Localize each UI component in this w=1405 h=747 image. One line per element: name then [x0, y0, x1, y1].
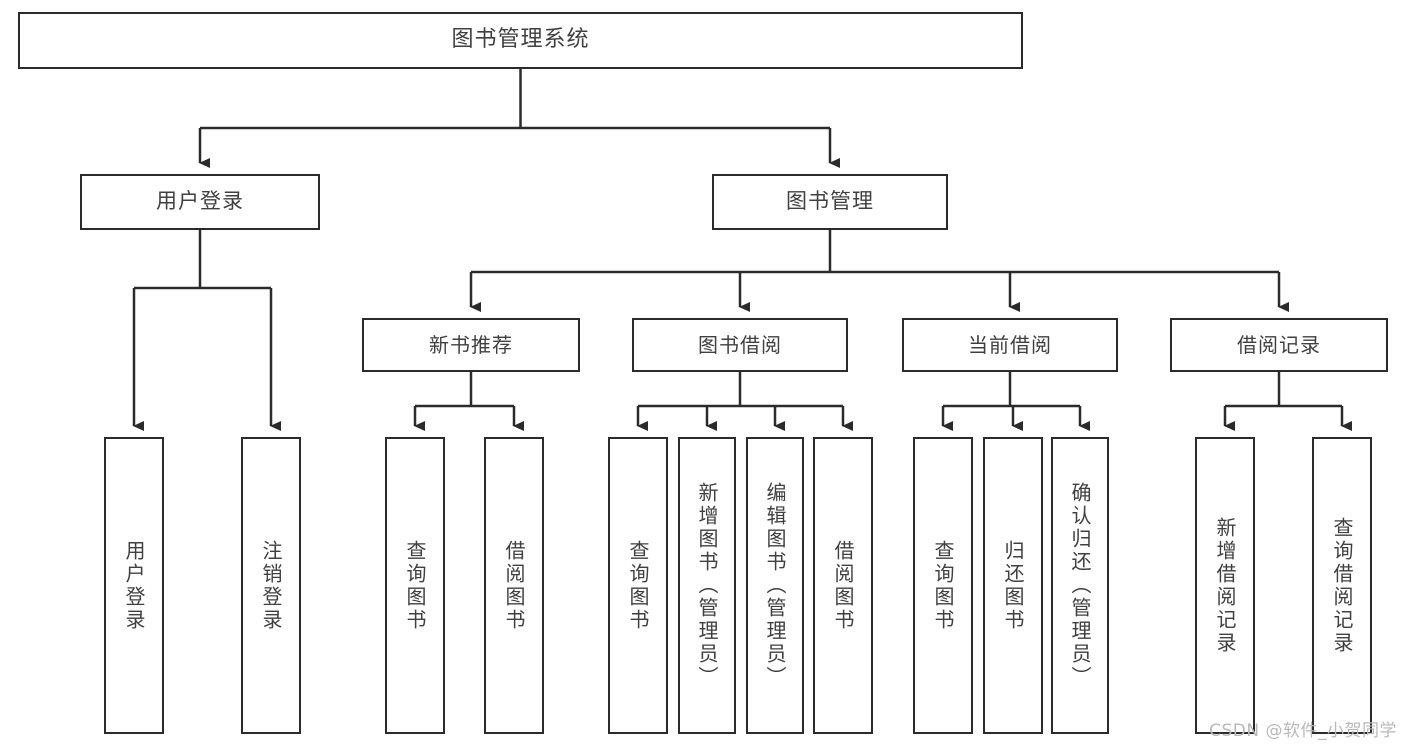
node-leaf-new-2[interactable]: 借阅图书 [484, 437, 544, 734]
node-label: 注销登录 [259, 539, 283, 632]
node-label: 图书借阅 [698, 332, 782, 357]
node-borrow[interactable]: 图书借阅 [632, 318, 848, 372]
node-label: 归还图书 [1001, 539, 1025, 632]
node-leaf-bor-1[interactable]: 查询图书 [608, 437, 668, 734]
node-leaf-rec-2[interactable]: 查询借阅记录 [1312, 437, 1372, 734]
node-leaf-cur-3[interactable]: 确认归还（管理员） [1051, 437, 1109, 734]
watermark: CSDN @软件_小贺同学 [1209, 721, 1397, 741]
node-label: 编辑图书（管理员） [763, 482, 787, 689]
node-label: 查询图书 [626, 539, 650, 632]
node-label: 借阅图书 [502, 539, 526, 632]
node-label: 查询图书 [403, 539, 427, 632]
node-newbook[interactable]: 新书推荐 [362, 318, 580, 372]
node-current[interactable]: 当前借阅 [902, 318, 1118, 372]
node-bookmgmt[interactable]: 图书管理 [712, 174, 948, 230]
node-leaf-rec-1[interactable]: 新增借阅记录 [1195, 437, 1255, 734]
node-leaf-cur-2[interactable]: 归还图书 [983, 437, 1043, 734]
node-label: 图书管理系统 [451, 27, 590, 53]
node-leaf-cur-1[interactable]: 查询图书 [913, 437, 973, 734]
node-label: 借阅图书 [831, 539, 855, 632]
node-label: 当前借阅 [968, 332, 1052, 357]
node-leaf-login-2[interactable]: 注销登录 [241, 437, 301, 734]
node-label: 查询借阅记录 [1330, 516, 1354, 655]
node-label: 查询图书 [931, 539, 955, 632]
node-label: 新增借阅记录 [1213, 516, 1237, 655]
node-label: 确认归还（管理员） [1068, 482, 1092, 689]
node-login[interactable]: 用户登录 [80, 174, 320, 230]
node-label: 图书管理 [786, 189, 874, 214]
connector-group [132, 69, 1352, 431]
node-root[interactable]: 图书管理系统 [18, 12, 1023, 69]
node-label: 用户登录 [156, 189, 244, 214]
node-leaf-new-1[interactable]: 查询图书 [385, 437, 445, 734]
node-leaf-bor-4[interactable]: 借阅图书 [813, 437, 873, 734]
node-leaf-bor-3[interactable]: 编辑图书（管理员） [746, 437, 804, 734]
node-label: 新增图书（管理员） [695, 482, 719, 689]
node-record[interactable]: 借阅记录 [1170, 318, 1388, 372]
node-label: 新书推荐 [429, 332, 513, 357]
node-label: 借阅记录 [1237, 332, 1321, 357]
node-leaf-login-1[interactable]: 用户登录 [104, 437, 164, 734]
node-label: 用户登录 [122, 539, 146, 632]
node-leaf-bor-2[interactable]: 新增图书（管理员） [678, 437, 736, 734]
